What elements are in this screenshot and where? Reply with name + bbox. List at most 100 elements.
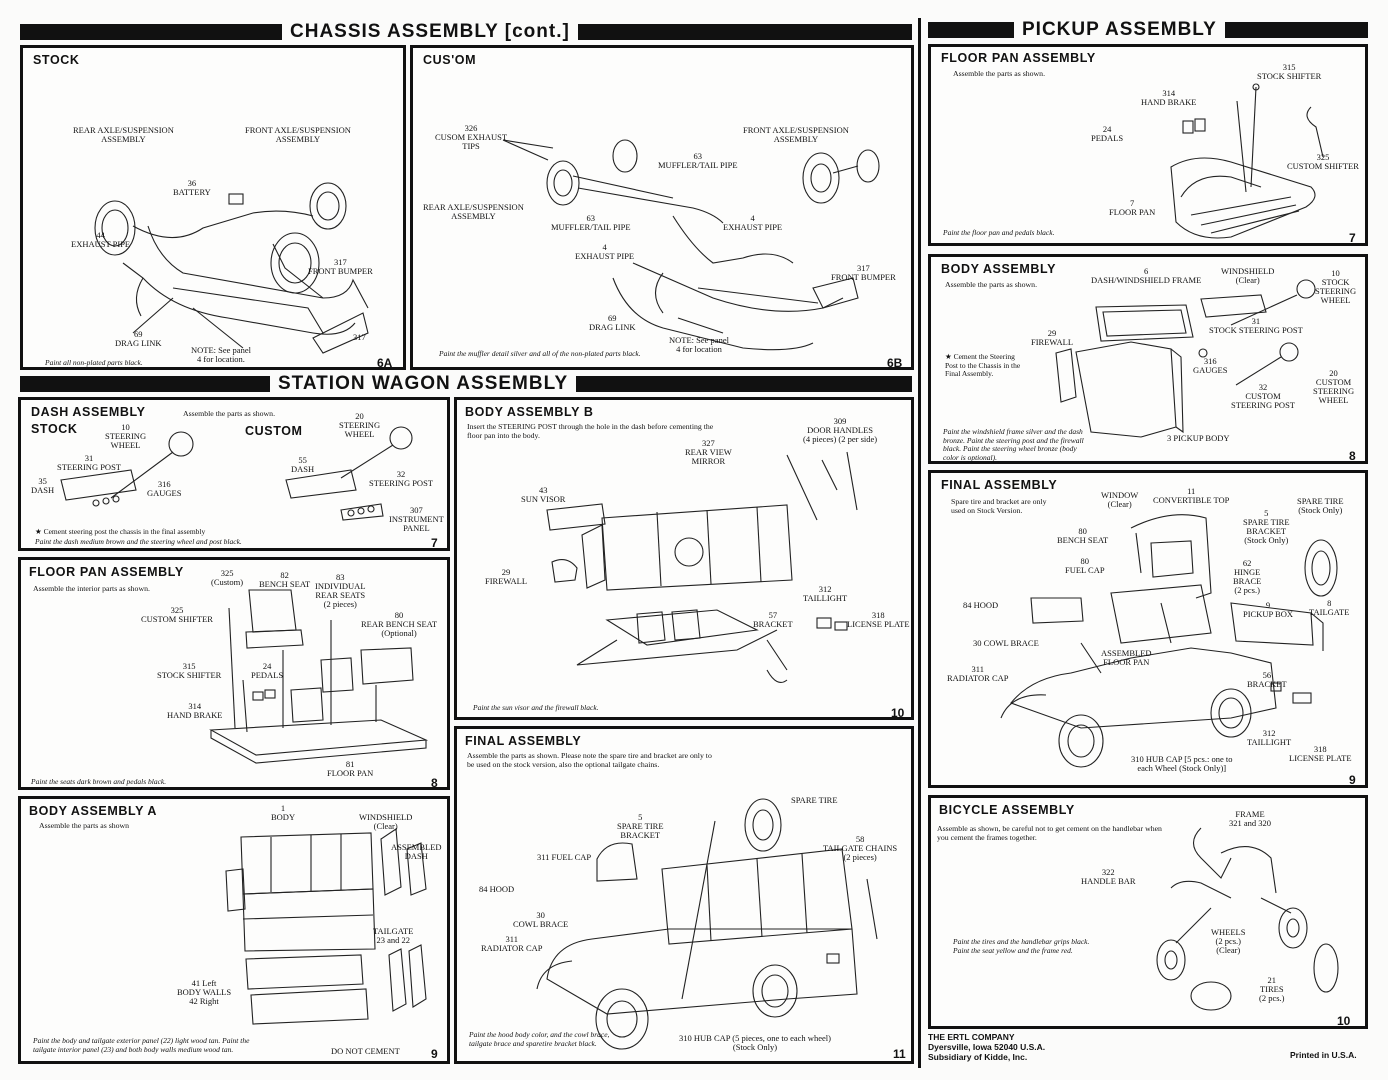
paint-note: Paint the dash medium brown and the stee… [35, 537, 242, 546]
panel-pickup-floor-pan: FLOOR PAN ASSEMBLY Assemble the parts as… [928, 44, 1368, 246]
panel-title: FLOOR PAN ASSEMBLY [941, 51, 1096, 65]
label: 8 TAILGATE [1309, 598, 1350, 617]
panel-title: FINAL ASSEMBLY [465, 734, 582, 748]
panel-number: 9 [1349, 773, 1356, 787]
label: 316 GAUGES [147, 479, 182, 498]
panel-stock-chassis: STOCK REAR AXLE/SUSPENSION ASSEMBLY FRON… [20, 45, 406, 370]
paint-note: Paint the muffler detail silver and all … [439, 349, 641, 358]
instructions: Assemble the parts as shown. [183, 409, 276, 418]
label: 80 FUEL CAP [1065, 556, 1105, 575]
label: 84 HOOD [479, 884, 515, 894]
banner-bar [20, 24, 282, 40]
custom-subtitle: CUSTOM [245, 424, 303, 438]
label: 43 SUN VISOR [521, 485, 566, 504]
label: 31 STOCK STEERING POST [1209, 316, 1303, 335]
banner-bar [928, 22, 1014, 38]
pickup-body-drawing [1055, 279, 1316, 438]
label: NOTE: See panel 4 for location. [191, 345, 251, 364]
label: 318 LICENSE PLATE [1289, 744, 1352, 763]
pickup-floor-pan-drawing [1170, 83, 1324, 239]
panel-title: FINAL ASSEMBLY [941, 478, 1058, 492]
label: 3 PICKUP BODY [1167, 433, 1230, 443]
instructions: Assemble the parts as shown [39, 821, 130, 830]
label: SPARE TIRE [791, 795, 838, 805]
label: FRAME 321 and 320 [1229, 809, 1272, 828]
label: 317 [353, 332, 366, 342]
instructions: Insert the STEERING POST through the hol… [467, 422, 714, 440]
paint-note: Paint the body and tailgate exterior pan… [33, 1036, 250, 1054]
label: 312 TAILLIGHT [803, 584, 848, 603]
label: 322 HANDLE BAR [1081, 867, 1136, 886]
label: 29 FIREWALL [485, 567, 528, 586]
label: 311 RADIATOR CAP [481, 934, 543, 953]
panel-number: 8 [431, 776, 438, 790]
panel-pickup-final: FINAL ASSEMBLY Spare tire and bracket ar… [928, 470, 1368, 788]
label: 315 STOCK SHIFTER [157, 661, 222, 680]
label: 10 STOCK STEERING WHEEL [1315, 268, 1357, 305]
label: 312 TAILLIGHT [1247, 728, 1292, 747]
printed-in: Printed in U.S.A. [1290, 1050, 1357, 1060]
paint-note: Paint the tires and the handlebar grips … [953, 937, 1090, 955]
label: 9 PICKUP BOX [1243, 600, 1293, 619]
panel-wagon-dash: DASH ASSEMBLY Assemble the parts as show… [18, 397, 450, 551]
label: 11 CONVERTIBLE TOP [1153, 486, 1230, 505]
label: WINDSHIELD (Clear) [1221, 266, 1275, 285]
label: SPARE TIRE (Stock Only) [1297, 496, 1344, 515]
label: REAR AXLE/SUSPENSION ASSEMBLY [73, 125, 174, 144]
panel-title: DASH ASSEMBLY [31, 405, 146, 419]
panel-pickup-body: BODY ASSEMBLY Assemble the parts as show… [928, 254, 1368, 464]
label: 80 REAR BENCH SEAT (Optional) [361, 610, 438, 638]
instructions: Assemble the parts as shown. [953, 69, 1046, 78]
label: FRONT AXLE/SUSPENSION ASSEMBLY [245, 125, 351, 144]
label: 56 BRACKET [1247, 670, 1287, 689]
label: 55 DASH [291, 455, 315, 474]
panel-title: CUS'OM [423, 53, 477, 67]
label: REAR AXLE/SUSPENSION ASSEMBLY [423, 202, 524, 221]
cement-note: ★ Cement the Steering Post to the Chassi… [945, 352, 1021, 378]
panel-number: 8 [1349, 449, 1356, 463]
label: 62 HINGE BRACE (2 pcs.) [1233, 558, 1262, 595]
label: NOTE: See panel 4 for location [669, 335, 729, 354]
instructions: Assemble the interior parts as shown. [33, 584, 150, 593]
panel-number: 7 [431, 536, 438, 550]
panel-title: BODY ASSEMBLY [941, 262, 1057, 276]
paint-note: Paint the sun visor and the firewall bla… [473, 703, 599, 712]
label: 1 BODY [271, 803, 296, 822]
label: 41 Left BODY WALLS 42 Right [177, 978, 232, 1006]
label: 58 TAILGATE CHAINS (2 pieces) [823, 834, 898, 862]
wagon-banner: STATION WAGON ASSEMBLY [20, 373, 912, 394]
body-b-drawing [546, 451, 858, 683]
label: 44 EXHAUST PIPE [71, 230, 131, 249]
panel-number: 9 [431, 1047, 438, 1061]
label: ASSEMBLED FLOOR PAN [1101, 648, 1152, 667]
instructions: Assemble the parts as shown. Please note… [467, 751, 712, 769]
label: WHEELS (2 pcs.) (Clear) [1211, 927, 1246, 955]
label: 317 FRONT BUMPER [831, 263, 896, 282]
company-info: THE ERTL COMPANY Dyersville, Iowa 52040 … [928, 1032, 1046, 1062]
label: 4 EXHAUST PIPE [575, 242, 635, 261]
label: 84 HOOD [963, 600, 999, 610]
body-a-drawing [225, 828, 427, 1025]
label: DO NOT CEMENT [331, 1046, 400, 1056]
label: 69 DRAG LINK [115, 329, 162, 348]
label: 325 CUSTOM SHIFTER [1287, 152, 1359, 171]
chassis-banner-title: CHASSIS ASSEMBLY [cont.] [290, 21, 570, 42]
label: 32 STEERING POST [369, 469, 433, 488]
panel-custom-chassis: CUS'OM 326 CUSOM EXHAUST TIPS FRONT AXLE… [410, 45, 914, 370]
label: 326 CUSOM EXHAUST TIPS [435, 123, 508, 151]
panel-wagon-floor-pan: FLOOR PAN ASSEMBLY Assemble the interior… [18, 557, 450, 790]
pickup-final-drawing [1000, 514, 1338, 768]
banner-bar [1224, 22, 1368, 38]
label: 325 CUSTOM SHIFTER [141, 605, 213, 624]
panel-number: 11 [893, 1047, 906, 1061]
label: 69 DRAG LINK [589, 313, 636, 332]
label: 30 COWL BRACE [973, 638, 1039, 648]
label: 35 DASH [31, 476, 55, 495]
banner-bar [20, 376, 270, 392]
label: 318 LICENSE PLATE [847, 610, 910, 629]
cement-note: ★ Cement steering post the chassis in th… [35, 527, 206, 536]
pickup-banner: PICKUP ASSEMBLY [928, 19, 1368, 40]
label: 5 SPARE TIRE BRACKET [617, 812, 664, 840]
label: 57 BRACKET [753, 610, 793, 629]
label: 21 TIRES (2 pcs.) [1259, 975, 1285, 1003]
